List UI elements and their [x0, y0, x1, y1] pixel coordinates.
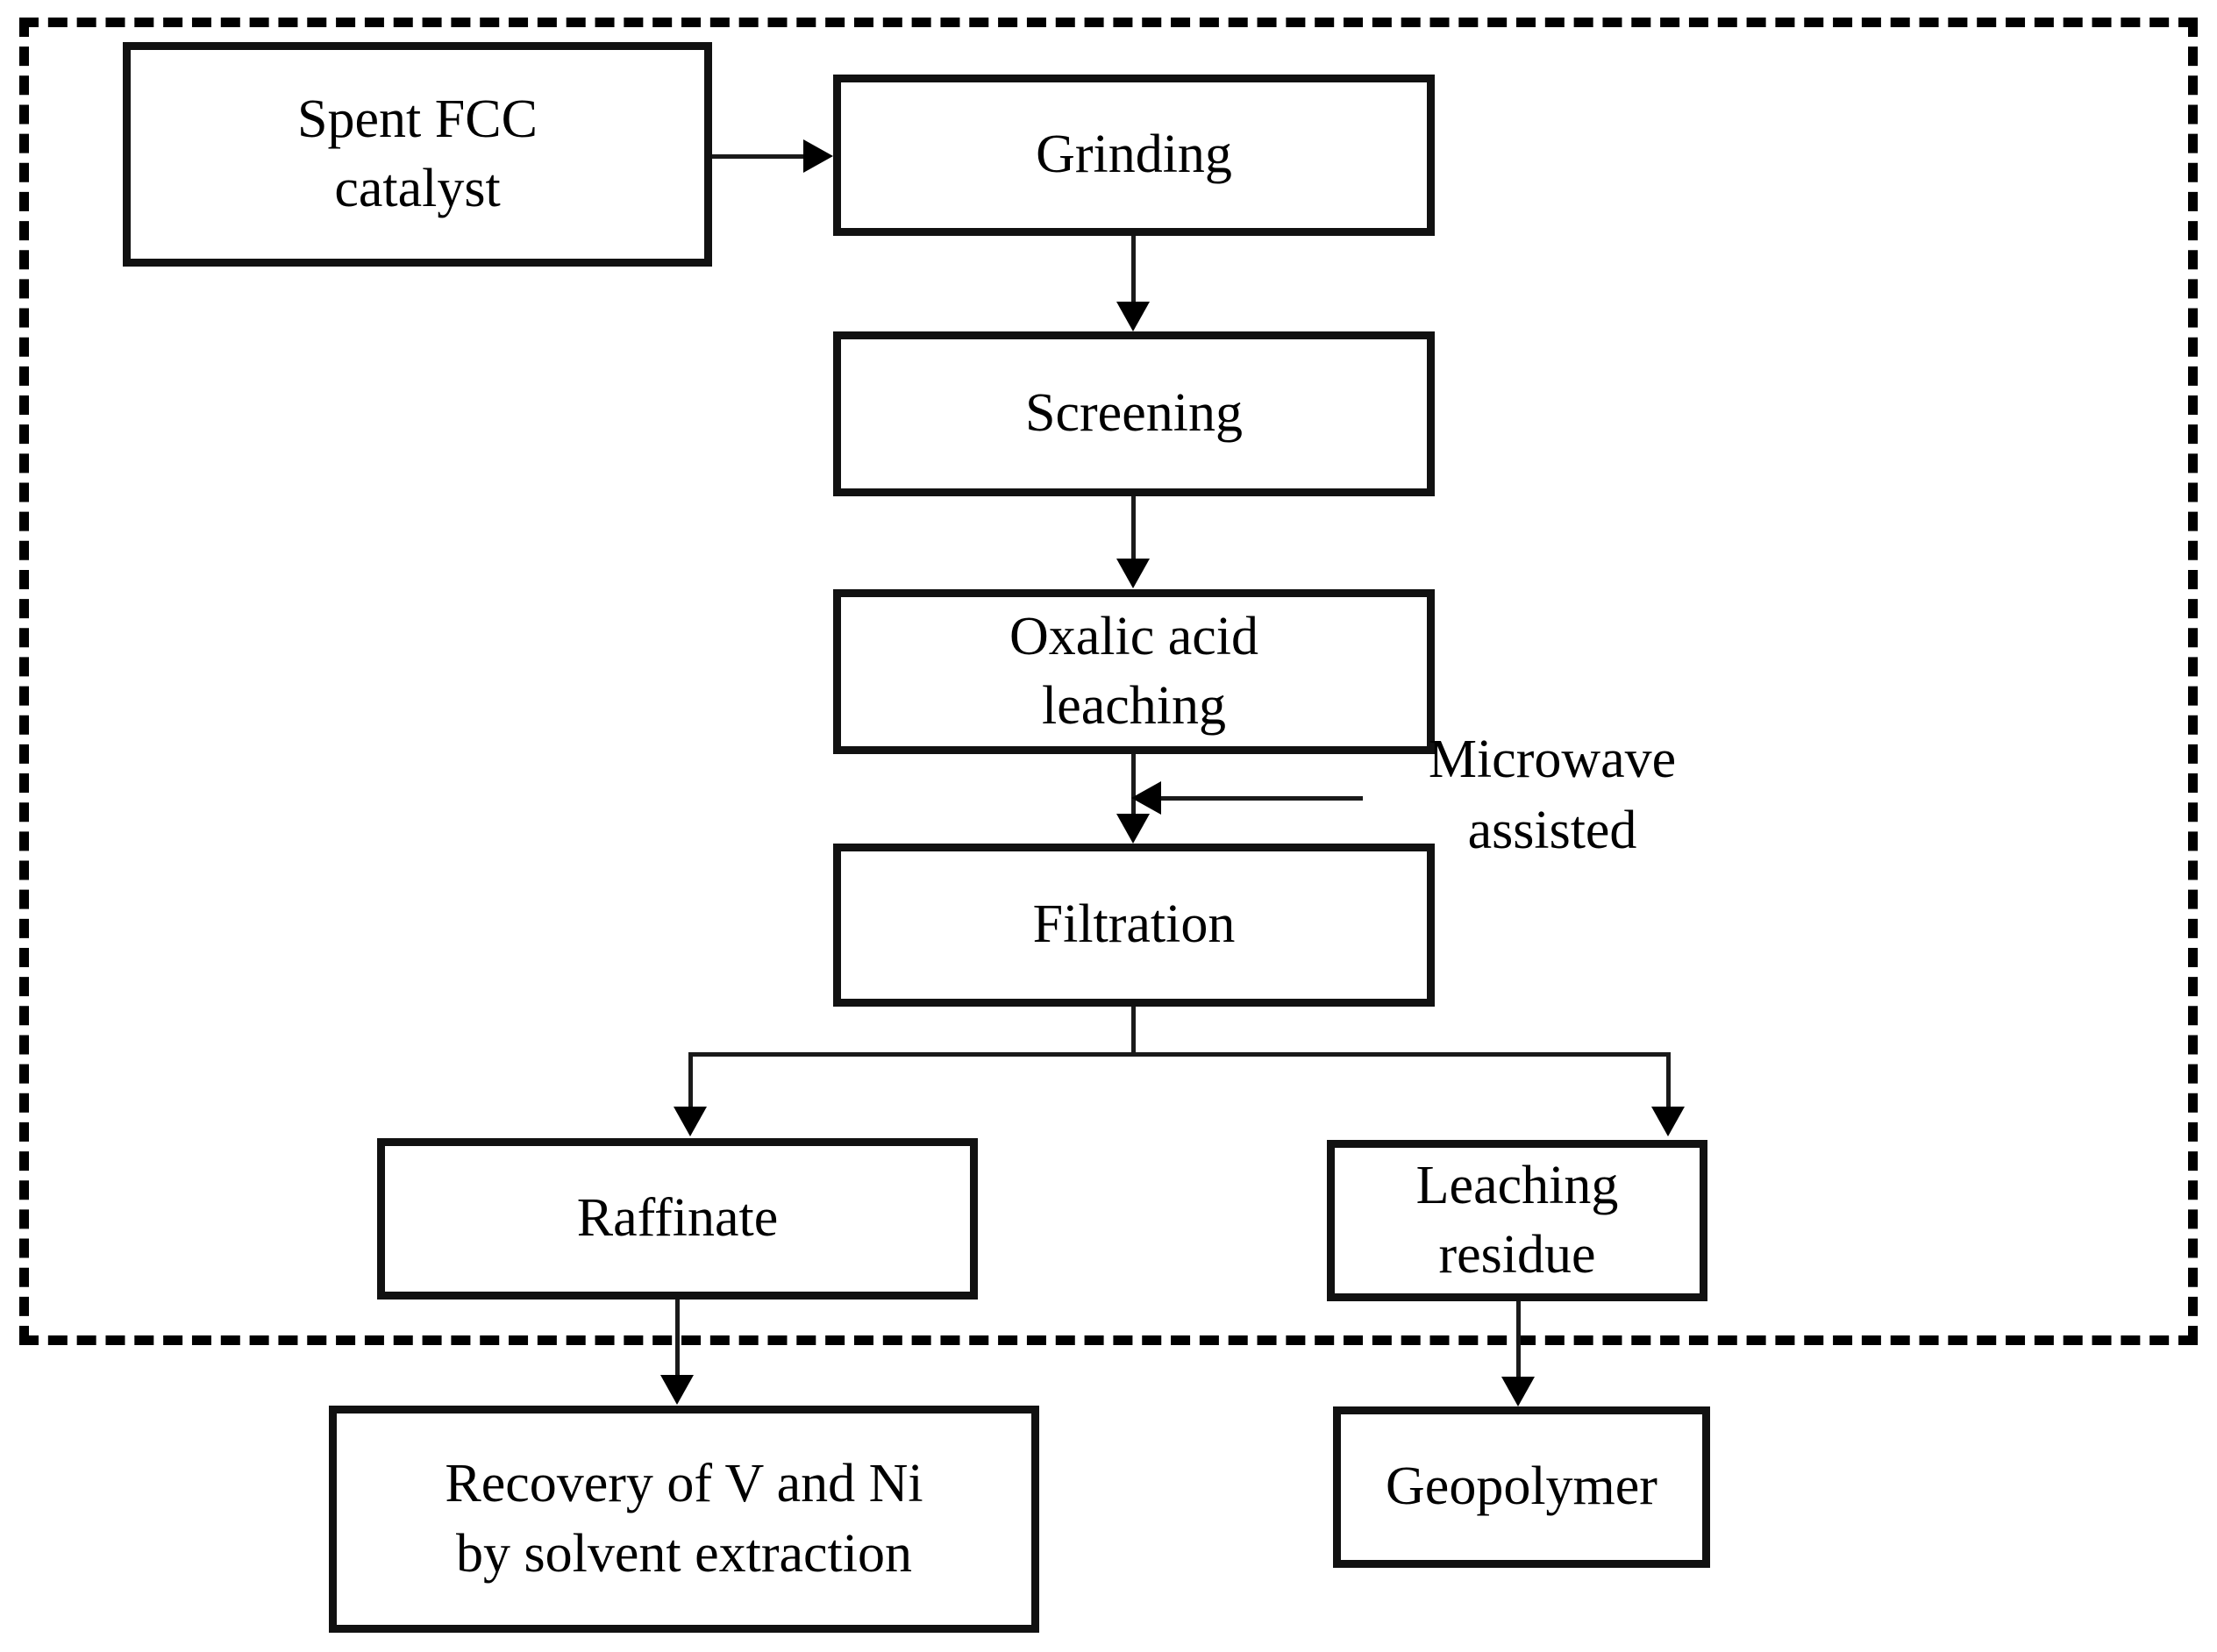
node-recovery-v-ni[interactable]: Recovery of V and Ni by solvent extracti… [329, 1406, 1039, 1633]
arrowhead-grinding-to-screening [1116, 302, 1150, 331]
edge-leaching-residue-to-geopolymer [1516, 1301, 1521, 1380]
node-label-screening: Screening [1025, 383, 1243, 444]
edge-grinding-to-screening [1131, 236, 1136, 304]
arrowhead-spent-fcc-to-grinding [803, 139, 833, 173]
edge-spent-fcc-to-grinding [712, 154, 807, 159]
node-label-grinding: Grinding [1036, 125, 1232, 185]
node-screening[interactable]: Screening [833, 331, 1435, 496]
node-filtration[interactable]: Filtration [833, 844, 1435, 1007]
process-scope-boundary [19, 18, 2198, 1345]
arrowhead-oxalic-to-filtration [1116, 814, 1150, 844]
node-label-geopolymer: Geopolymer [1386, 1456, 1657, 1517]
node-label-spent-fcc-catalyst: Spent FCC catalyst [297, 89, 538, 218]
annotation-microwave-assisted: Microwave assisted [1428, 730, 1677, 860]
arrowhead-split-to-leaching-residue [1651, 1107, 1685, 1136]
edge-split-bus [688, 1052, 1671, 1057]
node-geopolymer[interactable]: Geopolymer [1333, 1406, 1710, 1568]
edge-split-to-raffinate [688, 1052, 693, 1110]
arrowhead-leaching-residue-to-geopolymer [1501, 1377, 1535, 1406]
node-leaching-residue[interactable]: Leaching residue [1327, 1140, 1707, 1301]
node-spent-fcc-catalyst[interactable]: Spent FCC catalyst [123, 42, 712, 267]
node-label-recovery-v-ni: Recovery of V and Ni by solvent extracti… [445, 1454, 923, 1584]
edge-filtration-to-split [1131, 1007, 1136, 1056]
arrowhead-split-to-raffinate [674, 1107, 707, 1136]
arrowhead-raffinate-to-recovery [660, 1375, 694, 1405]
edge-screening-to-oxalic [1131, 496, 1136, 561]
edge-raffinate-to-recovery [675, 1300, 680, 1378]
node-grinding[interactable]: Grinding [833, 75, 1435, 236]
node-label-raffinate: Raffinate [576, 1188, 779, 1249]
node-oxalic-acid-leaching[interactable]: Oxalic acid leaching [833, 589, 1435, 754]
node-label-leaching-residue: Leaching residue [1415, 1155, 1619, 1285]
node-label-oxalic-acid-leaching: Oxalic acid leaching [1009, 606, 1259, 736]
arrowhead-screening-to-oxalic [1116, 559, 1150, 588]
node-label-filtration: Filtration [1032, 894, 1236, 955]
arrowhead-microwave-to-leaching-stream [1131, 781, 1161, 815]
edge-split-to-leaching-residue [1666, 1052, 1671, 1110]
node-raffinate[interactable]: Raffinate [377, 1138, 978, 1300]
edge-microwave-to-leaching-stream [1159, 796, 1363, 801]
